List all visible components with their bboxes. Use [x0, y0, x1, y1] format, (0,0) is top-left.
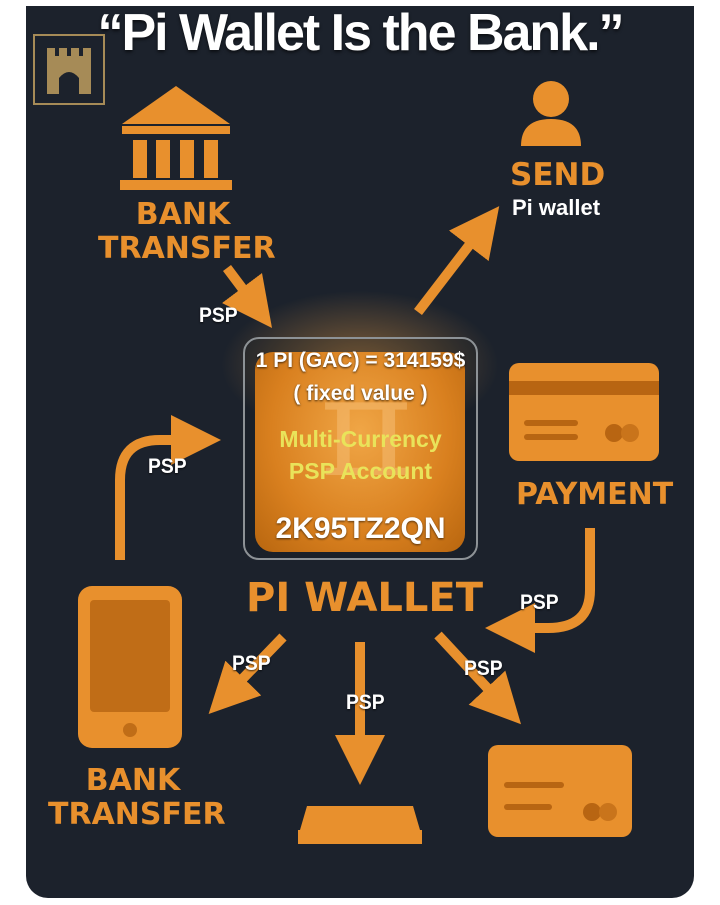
- psp-label-out-right: PSP: [464, 657, 503, 680]
- bank-transfer-bottom-label: BANK TRANSFER: [48, 763, 226, 832]
- arrow-phone-to-wallet: [115, 415, 221, 560]
- psp-label-out-center: PSP: [346, 691, 385, 714]
- arrow-payment-to-wallet: [485, 528, 595, 653]
- rate-text: 1 PI (GAC) = 314159$: [255, 349, 466, 372]
- account-line2: PSP Account: [288, 458, 433, 484]
- account-line1: Multi-Currency: [279, 426, 442, 452]
- bank-transfer-bottom-line1: BANK: [85, 763, 181, 798]
- arrow-wallet-out-right: [434, 631, 522, 725]
- psp-label-out-left: PSP: [232, 652, 271, 675]
- castle-gate-icon: [33, 34, 105, 105]
- wallet-tile: [255, 352, 465, 552]
- credit-card-icon: [488, 745, 632, 837]
- arrow-wallet-to-send: [414, 206, 500, 316]
- send-subtitle: Pi wallet: [512, 195, 601, 220]
- send-title: SEND: [510, 157, 606, 193]
- credit-card-icon: [509, 363, 659, 461]
- person-icon: [521, 81, 581, 146]
- bank-building-icon: [120, 86, 232, 190]
- bank-transfer-bottom-line2: TRANSFER: [48, 797, 226, 832]
- arrow-wallet-out-left: [208, 633, 287, 714]
- account-code: 2K95TZ2QN: [275, 512, 446, 545]
- card-slot-icon: [298, 806, 422, 844]
- page-title: “Pi Wallet Is the Bank.”: [97, 4, 624, 62]
- bank-transfer-top-line2: TRANSFER: [98, 231, 276, 266]
- psp-label-phone-in: PSP: [148, 455, 187, 478]
- psp-label-payment-in: PSP: [520, 591, 559, 614]
- bank-transfer-top-line1: BANK: [135, 197, 231, 232]
- psp-label-bank-in: PSP: [199, 304, 238, 327]
- arrow-bank-to-wallet: [222, 265, 272, 328]
- wallet-title: PI WALLET: [246, 575, 483, 621]
- bank-transfer-top-label: BANK TRANSFER: [98, 197, 276, 266]
- payment-title: PAYMENT: [516, 477, 674, 512]
- fixed-value-text: ( fixed value ): [293, 382, 428, 405]
- smartphone-icon: [78, 586, 182, 748]
- pi-symbol-icon: π: [320, 346, 413, 509]
